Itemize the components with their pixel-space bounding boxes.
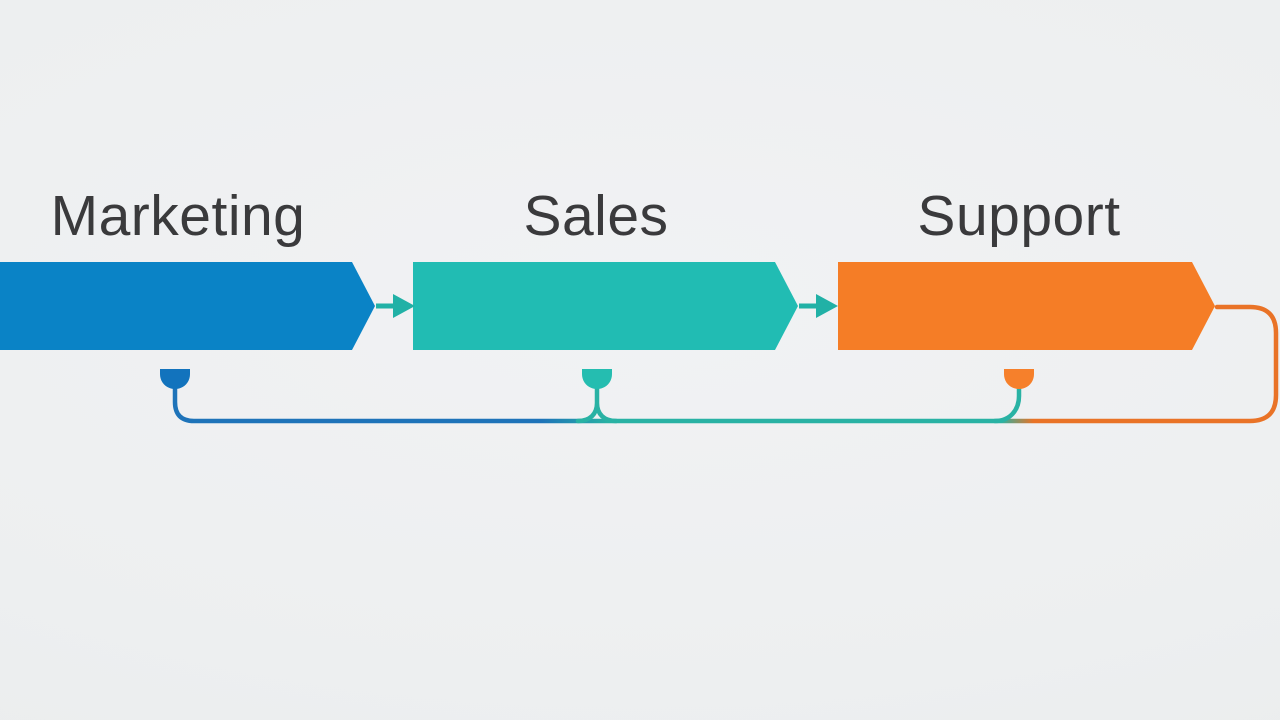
- support-stage-label: Support: [917, 184, 1121, 248]
- support-connector-tab: [1004, 369, 1034, 389]
- sales-to-support-arrow-icon: [799, 294, 838, 318]
- sales-stage-label: Sales: [523, 184, 669, 248]
- support-feedback-stem: [992, 382, 1022, 424]
- support-banner: [838, 262, 1215, 350]
- sales-connector-tab: [582, 369, 612, 389]
- feedback-loop-line: [172, 304, 1279, 424]
- marketing-stage-label: Marketing: [50, 184, 306, 248]
- marketing-to-sales-arrow-icon: [376, 294, 415, 318]
- marketing-banner: [0, 262, 375, 350]
- sales-feedback-stem: [575, 382, 619, 424]
- sales-banner: [413, 262, 798, 350]
- marketing-connector-tab: [160, 369, 190, 389]
